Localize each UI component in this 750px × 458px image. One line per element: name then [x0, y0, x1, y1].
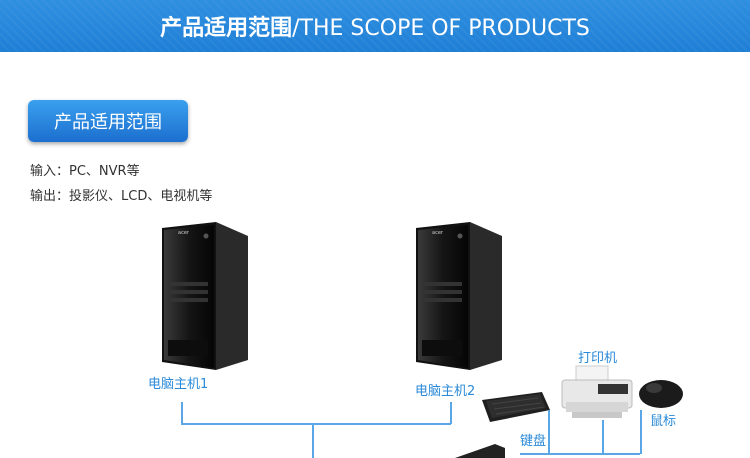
wire-horizontal — [181, 423, 451, 425]
printer-label: 打印机 — [578, 347, 617, 366]
wire-mouse-down — [640, 410, 642, 454]
mouse-image — [636, 376, 686, 412]
wire-kb-down — [548, 410, 550, 454]
wire-printer-down — [602, 420, 604, 454]
wire-main-down — [312, 423, 314, 458]
page-title-cn: 产品适用范围 — [160, 16, 292, 41]
output-description: 输出：投影仪、LCD、电视机等 — [30, 185, 212, 204]
pc-tower-1-image: acer — [158, 222, 248, 370]
wire-pc1-down — [181, 402, 183, 424]
wire-periph-h — [520, 453, 640, 455]
section-heading-label: 产品适用范围 — [54, 108, 162, 134]
svg-text:acer: acer — [432, 230, 444, 236]
hub-device-image — [455, 440, 505, 458]
wire-pc2-down — [450, 402, 452, 424]
mouse-label: 鼠标 — [650, 410, 676, 429]
section-heading-button: 产品适用范围 — [28, 100, 188, 142]
page-title: 产品适用范围/THE SCOPE OF PRODUCTS — [160, 10, 590, 42]
keyboard-image — [480, 390, 552, 426]
svg-text:acer: acer — [178, 230, 190, 236]
header-banner: 产品适用范围/THE SCOPE OF PRODUCTS — [0, 0, 750, 52]
pc2-label: 电脑主机2 — [415, 380, 475, 399]
pc1-label: 电脑主机1 — [148, 373, 208, 392]
keyboard-label: 键盘 — [520, 430, 546, 449]
input-description: 输入：PC、NVR等 — [30, 160, 140, 179]
page-title-en: /THE SCOPE OF PRODUCTS — [292, 16, 590, 41]
printer-image — [558, 362, 636, 420]
pc-tower-2-image: acer — [412, 222, 502, 370]
